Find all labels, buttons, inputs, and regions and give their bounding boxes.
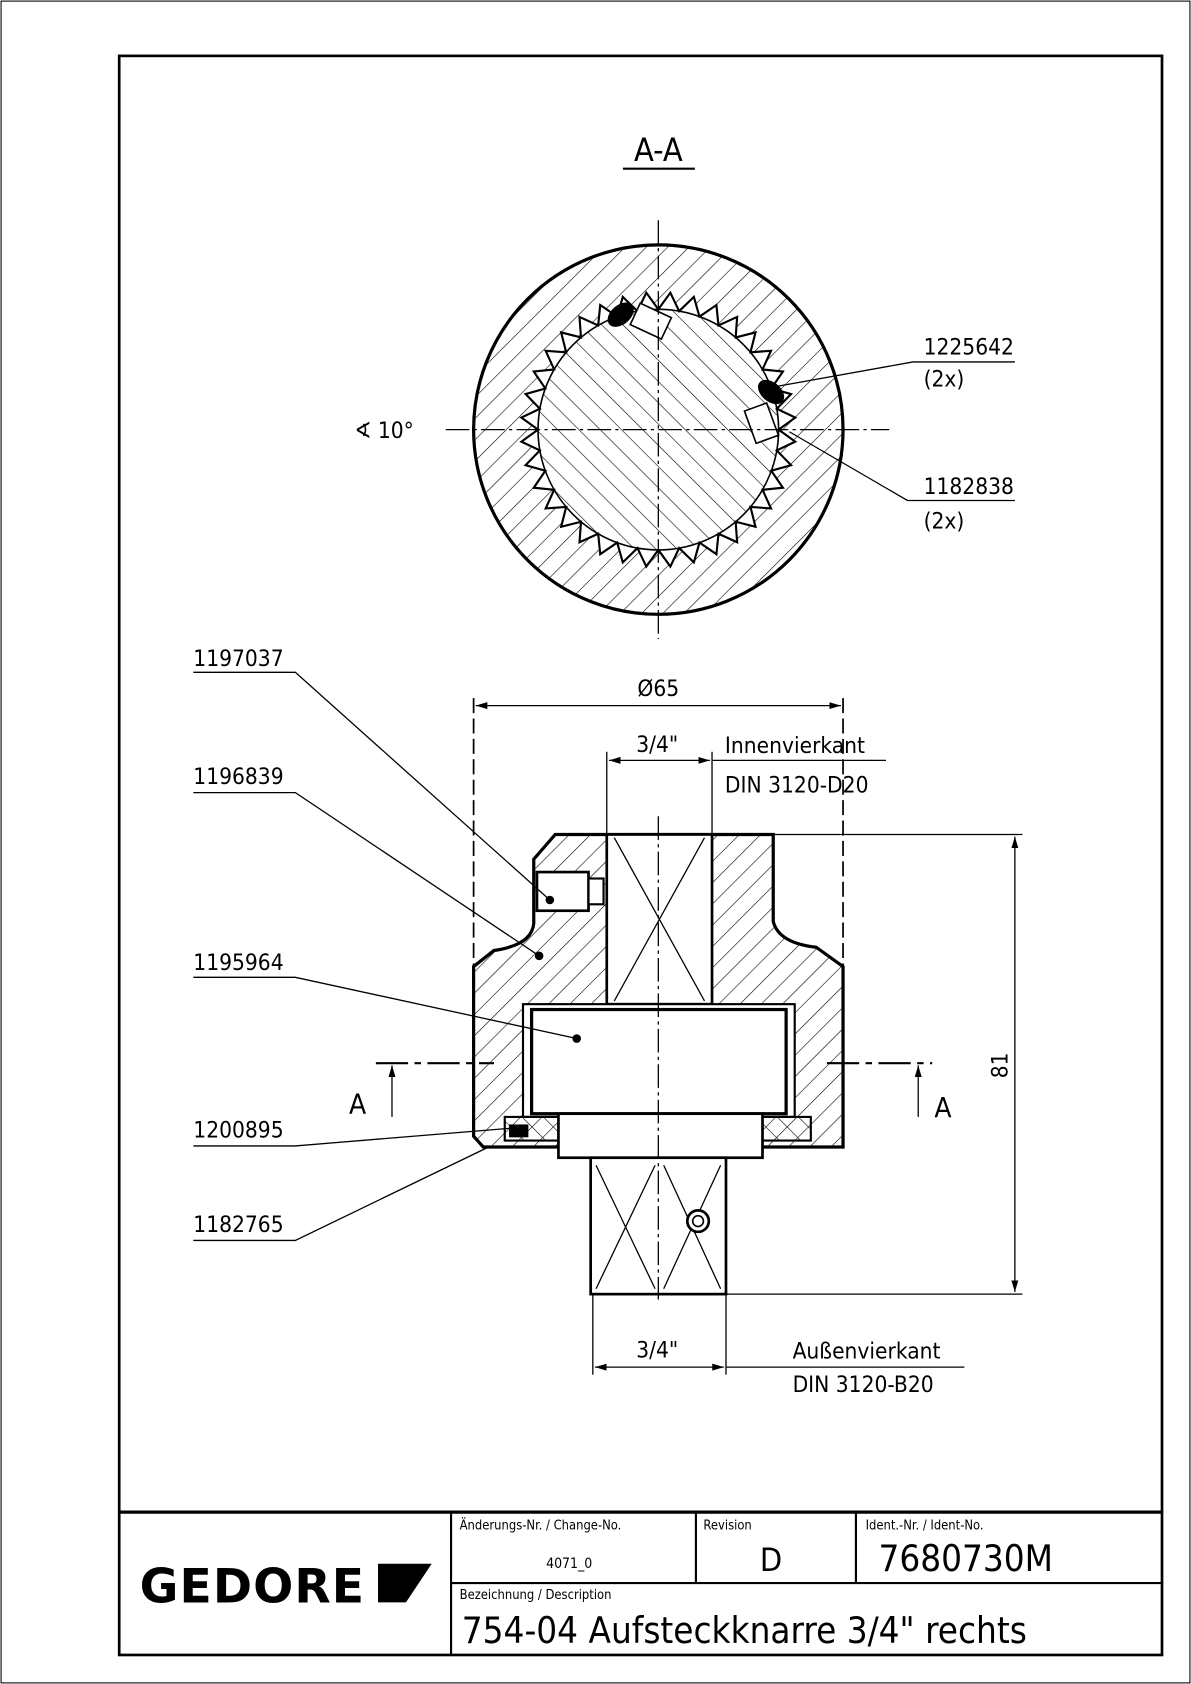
revision-value: D — [760, 1541, 782, 1579]
callout-1182838: 1182838 — [924, 474, 1014, 500]
top-drive-name: Innenvierkant — [725, 733, 865, 759]
section-marker-right: A — [934, 1091, 951, 1124]
callout-1225642: 1225642 — [924, 334, 1014, 360]
diameter-dimension: Ø65 — [637, 676, 679, 702]
locking-screw — [535, 870, 590, 913]
section-title: A-A — [634, 131, 683, 169]
height-dimension: 81 — [987, 1052, 1013, 1078]
drive-flange — [557, 1112, 764, 1160]
angle-label: ∢ 10° — [354, 418, 413, 444]
svg-text:GEDORE: GEDORE — [140, 1559, 366, 1614]
main-view: Ø65 3/4" Innenvierkant DIN 3120-D20 81 3… — [193, 646, 1023, 1398]
bottom-drive-size: 3/4" — [636, 1337, 678, 1363]
top-drive-size: 3/4" — [636, 732, 678, 758]
change-value: 4071_0 — [546, 1556, 592, 1572]
ratchet-insert — [529, 1007, 788, 1116]
description-value: 754-04 Aufsteckknarre 3/4" rechts — [462, 1609, 1027, 1652]
ident-value: 7680730M — [878, 1537, 1053, 1580]
ident-label: Ident.-Nr. / Ident-No. — [866, 1518, 984, 1533]
section-marker-left: A — [349, 1088, 366, 1121]
bottom-drive-name: Außenvierkant — [793, 1339, 941, 1365]
callout-1195964: 1195964 — [193, 950, 283, 976]
callout-1182838-qty: (2x) — [924, 508, 965, 534]
callout-1197037: 1197037 — [193, 646, 283, 672]
detent-ball — [685, 1209, 711, 1234]
gedore-logo: GEDORE — [140, 1559, 432, 1614]
description-label: Bezeichnung / Description — [460, 1588, 612, 1603]
change-label: Änderungs-Nr. / Change-No. — [460, 1517, 622, 1533]
title-block: GEDORE Änderungs-Nr. / Change-No. 4071_0… — [119, 1510, 1163, 1655]
callout-1200895: 1200895 — [193, 1117, 283, 1143]
callout-1196839: 1196839 — [193, 764, 283, 790]
top-drive-standard: DIN 3120-D20 — [725, 773, 869, 799]
retaining-washer-right — [761, 1115, 812, 1142]
revision-label: Revision — [703, 1518, 751, 1533]
section-a-a: A-A ∢ 10° 1225642 (2x) 1182838 (2x) — [354, 131, 1015, 640]
callout-1182765: 1182765 — [193, 1212, 283, 1238]
drawing-frame — [117, 54, 1164, 1657]
pawl-spring — [607, 302, 785, 445]
callout-1225642-qty: (2x) — [924, 367, 965, 393]
bottom-drive-standard: DIN 3120-B20 — [793, 1372, 934, 1398]
